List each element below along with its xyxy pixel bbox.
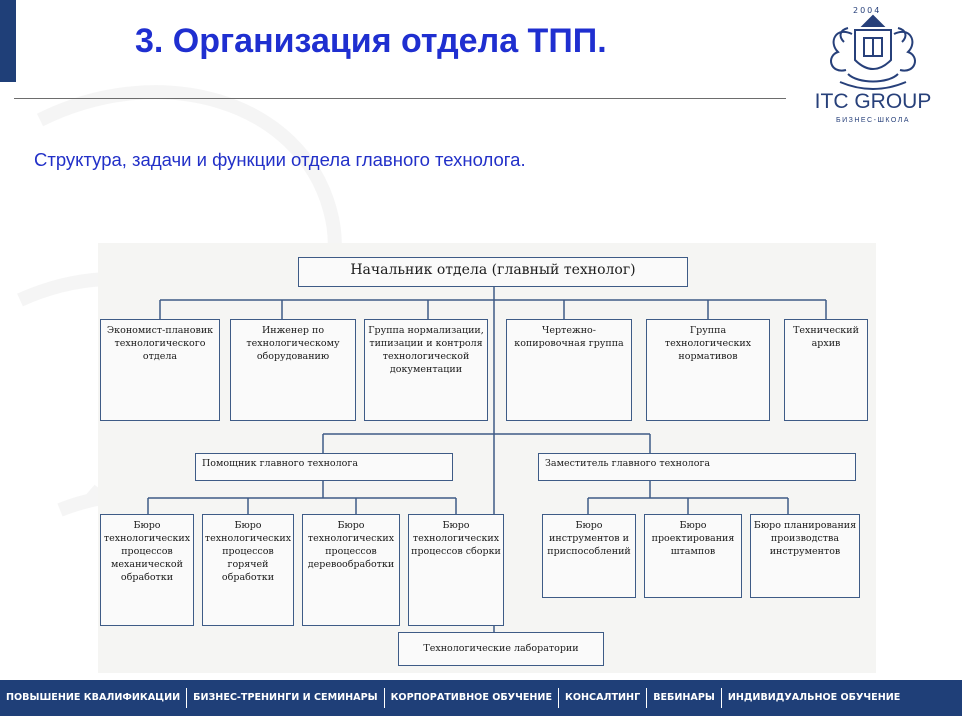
left-accent-bar	[0, 0, 16, 82]
nav-link-webinars[interactable]: ВЕБИНАРЫ	[647, 688, 722, 708]
org-box-bureau-assembly: Бюро технологических процессов сборки	[408, 514, 504, 626]
org-box-bureau-machining: Бюро технологических процессов механичес…	[100, 514, 194, 626]
org-box-head: Начальник отдела (главный технолог)	[298, 257, 688, 287]
org-box-labs: Технологические лаборатории	[398, 632, 604, 666]
logo-year: 2004	[853, 6, 882, 15]
org-box-normalization-group: Группа нормализации, типизации и контрол…	[364, 319, 488, 421]
slide-subtitle: Структура, задачи и функции отдела главн…	[34, 149, 526, 170]
org-box-bureau-dies: Бюро проектирования штампов	[644, 514, 742, 598]
org-box-drafting-group: Чертежно-копировочная группа	[506, 319, 632, 421]
org-box-norms-group: Группа технологических нормативов	[646, 319, 770, 421]
page-title: 3. Организация отдела ТПП.	[135, 22, 607, 60]
nav-link-qualification[interactable]: ПОВЫШЕНИЕ КВАЛИФИКАЦИИ	[0, 688, 188, 708]
org-box-bureau-woodworking: Бюро технологических процессов деревообр…	[302, 514, 400, 626]
org-box-bureau-tool-planning: Бюро планирования производства инструмен…	[750, 514, 860, 598]
logo-tagline: БИЗНЕС-ШКОЛА	[835, 117, 910, 124]
nav-link-consulting[interactable]: КОНСАЛТИНГ	[559, 688, 648, 708]
nav-link-corporate[interactable]: КОРПОРАТИВНОЕ ОБУЧЕНИЕ	[385, 688, 559, 708]
company-logo: 2004 ITC GROUP БИЗНЕС-ШКОЛА	[800, 4, 946, 128]
org-box-bureau-hot-processing: Бюро технологических процессов горячей о…	[202, 514, 294, 626]
org-box-deputy: Заместитель главного технолога	[538, 453, 856, 481]
nav-link-trainings[interactable]: БИЗНЕС-ТРЕНИНГИ И СЕМИНАРЫ	[187, 688, 385, 708]
org-box-archive: Технический архив	[784, 319, 868, 421]
org-box-economist: Экономист-плановик технологического отде…	[100, 319, 220, 421]
org-box-assistant: Помощник главного технолога	[195, 453, 453, 481]
org-box-equipment-engineer: Инженер по технологическому оборудованию	[230, 319, 356, 421]
nav-link-individual[interactable]: ИНДИВИДУАЛЬНОЕ ОБУЧЕНИЕ	[727, 692, 901, 703]
logo-name: ITC GROUP	[814, 90, 932, 113]
org-chart: Начальник отдела (главный технолог) Экон…	[98, 243, 876, 673]
bottom-nav-bar: ПОВЫШЕНИЕ КВАЛИФИКАЦИИ БИЗНЕС-ТРЕНИНГИ И…	[0, 680, 962, 716]
org-box-bureau-tools: Бюро инструментов и приспособлений	[542, 514, 636, 598]
title-divider	[14, 98, 786, 99]
coat-of-arms-icon	[830, 14, 916, 90]
